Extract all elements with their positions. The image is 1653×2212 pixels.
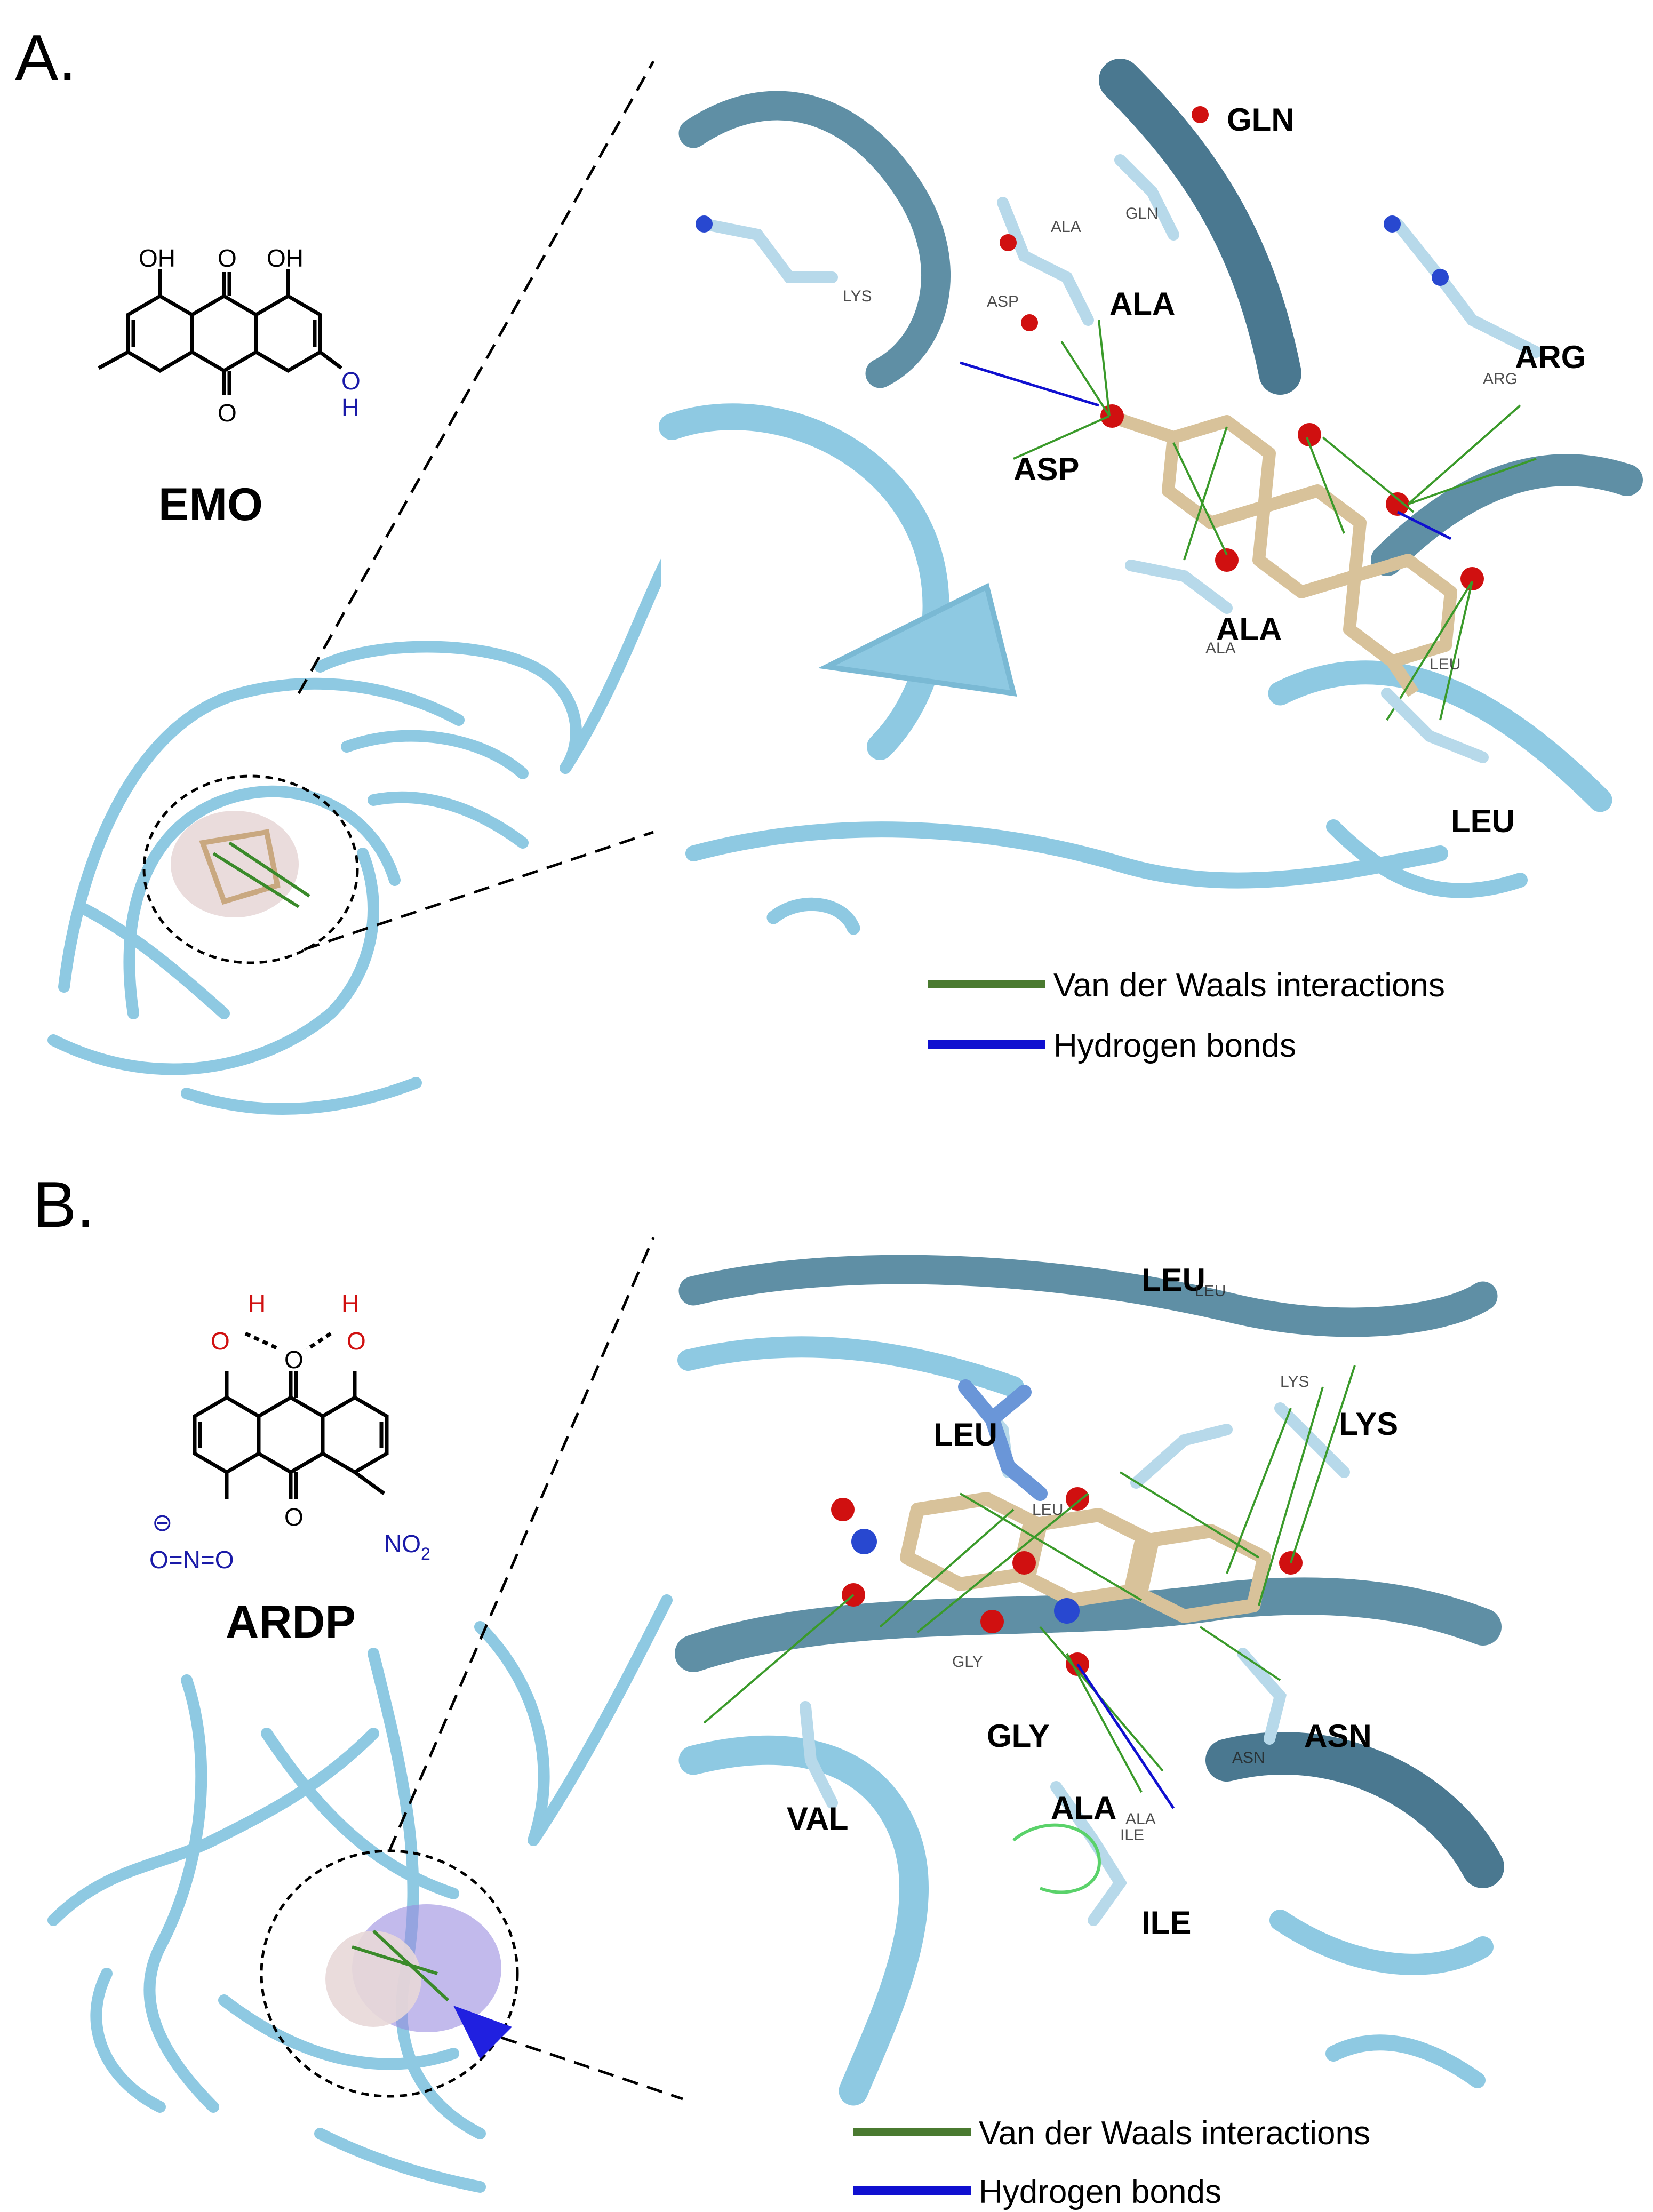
small-label-asp-a: ASP: [987, 293, 1019, 310]
ligand-b: [900, 1492, 1271, 1623]
emo-o-top: O: [218, 244, 237, 272]
legend-a: Van der Waals interactions Hydrogen bond…: [928, 967, 1445, 1064]
residue-ala-b: ALA: [1051, 1790, 1116, 1826]
residue-gln-a: GLN: [1227, 102, 1295, 138]
small-label-lys-b: LYS: [1280, 1373, 1309, 1391]
small-label-leu-a: LEU: [1430, 656, 1460, 673]
ardp-h2: H: [341, 1290, 359, 1317]
ardp-nitro-left: O=N=O: [149, 1546, 234, 1574]
legend-b-hbond-label: Hydrogen bonds: [979, 2174, 1221, 2210]
emo-name: EMO: [158, 479, 263, 530]
small-label-leu-b1: LEU: [1195, 1282, 1226, 1300]
residue-leu-a: LEU: [1451, 803, 1515, 839]
binding-site-a: [142, 774, 359, 964]
ardp-structure: [193, 1331, 389, 1499]
protein-overview-b: [47, 1594, 673, 2193]
residue-asn-b: ASN: [1304, 1718, 1372, 1754]
ardp-minus: ⊖: [152, 1508, 173, 1536]
protein-overview-a: [47, 554, 673, 1115]
residue-val-b: VAL: [787, 1801, 849, 1836]
legend-a-vdw-label: Van der Waals interactions: [1053, 967, 1445, 1004]
legend-b-vdw-label: Van der Waals interactions: [979, 2115, 1370, 2152]
small-label-gly-b: GLY: [952, 1653, 983, 1671]
emo-o-bottom: O: [218, 399, 237, 427]
small-label-ala-a2: ALA: [1205, 640, 1236, 657]
vdw-lines-b: [703, 1365, 1356, 1793]
residue-leu-b2: LEU: [933, 1417, 997, 1452]
residue-ala-a1: ALA: [1109, 286, 1175, 322]
emo-structure: [98, 269, 343, 395]
residue-gly-b: GLY: [987, 1718, 1050, 1754]
small-label-ala-a: ALA: [1051, 218, 1081, 236]
emo-o-blue: O: [341, 367, 361, 395]
binding-site-b: [260, 1849, 519, 2098]
emo-oh-right: OH: [267, 244, 304, 272]
legend-a-hbond-label: Hydrogen bonds: [1053, 1027, 1296, 1064]
zoom-view-b: [675, 1243, 1504, 2106]
residue-lys-b: LYS: [1339, 1406, 1398, 1442]
ardp-h1: H: [248, 1290, 266, 1317]
residue-asp-a: ASP: [1013, 451, 1079, 487]
residue-ala-a2: ALA: [1216, 611, 1282, 647]
ardp-o3: O: [347, 1327, 366, 1355]
residue-ile-b: ILE: [1141, 1905, 1191, 1941]
vdw-lines-a: [1013, 320, 1537, 721]
small-label-lys-a: LYS: [843, 288, 872, 305]
small-label-ile-b: ILE: [1120, 1826, 1144, 1844]
legend-b: Van der Waals interactions Hydrogen bond…: [853, 2115, 1370, 2210]
emo-h-blue: H: [341, 394, 359, 421]
emo-oh-left: OH: [139, 244, 175, 272]
sidechains-a: [698, 154, 1542, 763]
ardp-o-center: O: [284, 1503, 304, 1531]
residue-arg-a: ARG: [1515, 339, 1586, 375]
ardp-no2: NO2: [384, 1530, 430, 1563]
panel-b-label: B.: [33, 1168, 94, 1241]
ardp-o1: O: [211, 1327, 230, 1355]
small-label-gln-a: GLN: [1125, 205, 1159, 222]
zoom-view-a: [659, 59, 1643, 935]
panel-a: A. OH O OH O O H EMO: [15, 21, 1643, 1115]
small-label-arg-a: ARG: [1483, 370, 1518, 388]
small-label-ala-b: ALA: [1125, 1810, 1156, 1828]
ardp-o2: O: [284, 1346, 304, 1373]
ligand-a: [1107, 410, 1457, 697]
small-label-asn-b: ASN: [1232, 1749, 1265, 1767]
panel-b: B. O H H O O O ⊖ O=N=O NO2 ARDP: [33, 1168, 1504, 2210]
ardp-name: ARDP: [226, 1596, 356, 1648]
leu-sticks-b: [958, 1379, 1048, 1501]
small-label-leu-b2: LEU: [1032, 1501, 1063, 1519]
panel-a-label: A.: [15, 21, 76, 94]
residue-leu-b1: LEU: [1141, 1262, 1205, 1298]
